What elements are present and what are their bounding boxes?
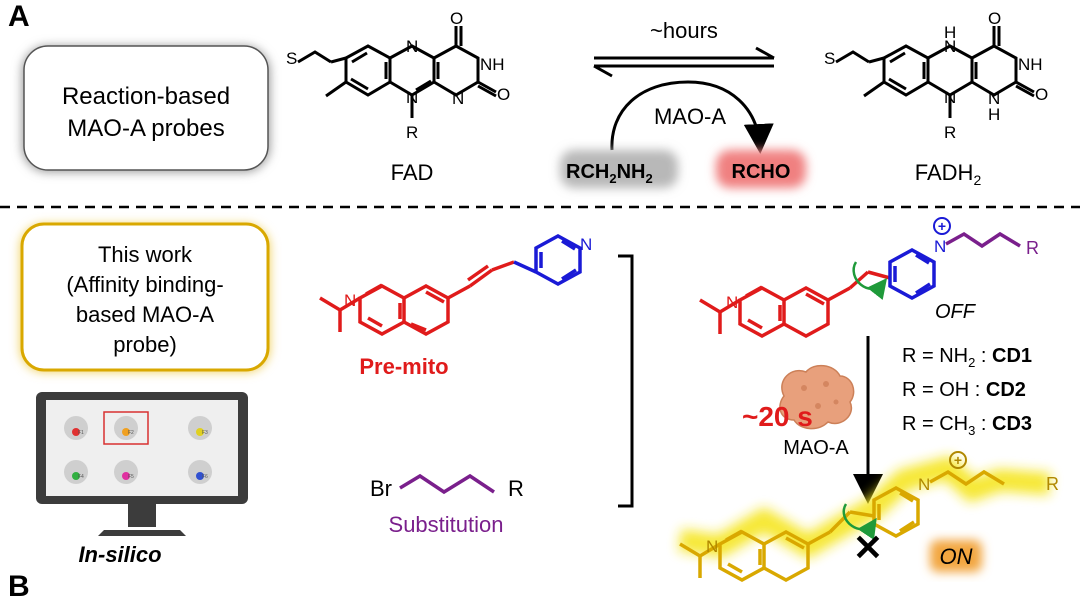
linker-r-label: R: [508, 476, 524, 501]
svg-text:N: N: [944, 88, 956, 107]
fadh2-atoms: S H N N N H NH O O R: [824, 9, 1048, 142]
premito-n: N: [580, 235, 592, 254]
rotation-arrow-off: [852, 261, 888, 300]
screening-label: F5: [128, 474, 134, 480]
enzyme-label: MAO-A: [654, 104, 726, 129]
fadh2-label: FADH2: [915, 160, 982, 188]
aldehyde-label: RCHO: [732, 161, 791, 183]
off-n-plus: N: [934, 237, 946, 256]
substitution-label: Substitution: [389, 512, 504, 537]
svg-text:S: S: [286, 49, 297, 68]
svg-text:N: N: [406, 37, 418, 56]
mao-a-label: MAO-A: [783, 437, 849, 459]
svg-text:N: N: [406, 88, 418, 107]
off-r: R: [1026, 238, 1039, 258]
fad-label: FAD: [391, 160, 434, 185]
svg-text:O: O: [497, 85, 510, 104]
blocked-rotation-x: ✕: [853, 527, 883, 568]
fad-atoms: S N N N NH O O R: [286, 9, 510, 142]
premito-structure: N: [319, 234, 582, 336]
work-line3: based MAO-A: [76, 302, 214, 327]
screening-label: F4: [78, 474, 84, 480]
svg-text:N: N: [344, 291, 356, 310]
off-label: OFF: [935, 301, 977, 323]
svg-text:O: O: [988, 9, 1001, 28]
this-work-box: [20, 222, 270, 372]
hours-label: ~hours: [650, 18, 718, 43]
box-line2: MAO-A probes: [67, 115, 224, 142]
panel-a-letter: A: [8, 0, 30, 33]
svg-text:R: R: [944, 123, 956, 142]
on-n-plus: N: [918, 475, 930, 494]
svg-text:N: N: [988, 89, 1000, 108]
off-n-amine: N: [726, 293, 738, 312]
svg-text:NH: NH: [1018, 55, 1043, 74]
off-plus: +: [938, 218, 946, 234]
screening-label: F2: [128, 430, 134, 436]
enzyme-curved-arrow: [610, 80, 774, 154]
r-definitions: R = NH2 : CD1 R = OH : CD2 R = CH3 : CD3: [902, 345, 1032, 438]
svg-text:N: N: [452, 89, 464, 108]
time-label: ~20 s: [742, 401, 813, 432]
svg-text:NH: NH: [480, 55, 505, 74]
work-line2: (Affinity binding-: [66, 272, 223, 297]
svg-text:H: H: [944, 23, 956, 42]
br-label: Br: [370, 476, 392, 501]
amine-highlight: [560, 150, 678, 188]
reactants-bracket: [618, 254, 634, 508]
screening-label: F3: [202, 430, 208, 436]
off-structure: [699, 231, 1021, 338]
work-line4: probe): [113, 332, 177, 357]
screening-label: F1: [78, 430, 84, 436]
screening-label: F6: [202, 474, 208, 480]
on-r: R: [1046, 474, 1059, 494]
fad-structure: [297, 26, 497, 118]
svg-text:N: N: [944, 37, 956, 56]
screening-dot: [122, 472, 130, 480]
box-line1: Reaction-based: [62, 83, 230, 110]
on-plus: +: [954, 452, 962, 468]
svg-text:O: O: [450, 9, 463, 28]
rotation-arrow-on: [842, 503, 877, 541]
svg-text:S: S: [824, 49, 835, 68]
on-label: ON: [940, 544, 973, 569]
reaction-based-box: [23, 45, 269, 171]
r-definition-line: R = OH : CD2: [902, 379, 1026, 401]
premito-label: Pre-mito: [359, 354, 448, 379]
screening-dot: [72, 472, 80, 480]
on-plus-circle: [949, 451, 967, 469]
mao-a-protein-icon: [779, 364, 855, 430]
amine-label: RCH2NH2: [566, 161, 653, 186]
fadh2-structure: [835, 26, 1035, 118]
work-line1: This work: [98, 242, 193, 267]
equilibrium-arrows: [593, 46, 775, 78]
svg-text:R: R: [406, 123, 418, 142]
screening-dot: [122, 428, 130, 436]
insilico-label: In-silico: [78, 542, 161, 567]
screening-dot: [196, 428, 204, 436]
r-definition-line: R = NH2 : CD1: [902, 345, 1032, 370]
off-plus-circle: [933, 217, 951, 235]
screening-dot: [72, 428, 80, 436]
aldehyde-highlight: [716, 150, 806, 188]
svg-text:H: H: [988, 105, 1000, 124]
on-n-amine: N: [706, 537, 718, 556]
screening-dot: [196, 472, 204, 480]
panel-b-letter: B: [8, 570, 30, 603]
on-structure: [679, 469, 1005, 582]
r-definition-line: R = CH3 : CD3: [902, 413, 1032, 438]
on-badge-glow: [930, 540, 982, 572]
svg-text:O: O: [1035, 85, 1048, 104]
linker-chain: [399, 473, 495, 495]
